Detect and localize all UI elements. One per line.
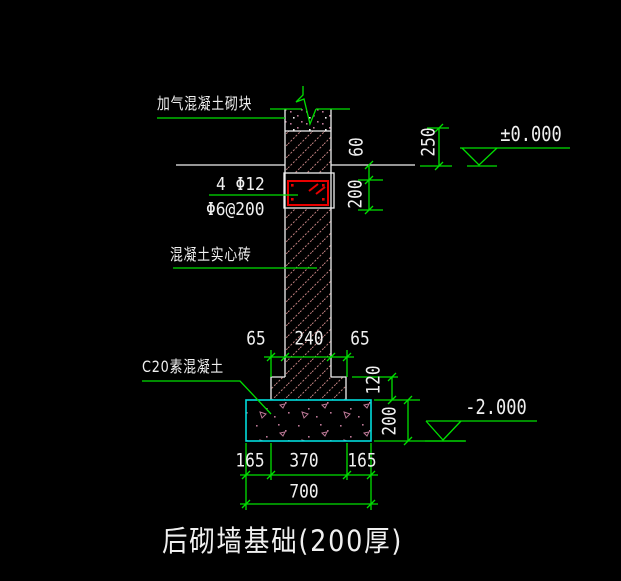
dim-text-700: 700: [289, 480, 319, 503]
dim-text-footing-200: 200: [378, 406, 401, 436]
footing: [245, 399, 372, 442]
ring-beam-stirrup: [287, 180, 329, 206]
beam-hatch-slash: [308, 183, 319, 192]
drawing-title: 后砌墙基础(200厚): [162, 524, 404, 558]
ring-beam: [283, 172, 335, 209]
footing-concrete-fill: [246, 400, 371, 441]
dimension-right-upper: [358, 160, 383, 215]
level-text-minus2: -2.000: [465, 395, 527, 419]
label-stirrups: Φ6@200: [206, 199, 265, 220]
dim-text-65-right: 65: [350, 327, 370, 350]
label-solid-brick: 混凝土实心砖: [170, 245, 252, 264]
level-symbol-minus2: [425, 420, 537, 442]
wall-section: [270, 86, 350, 400]
label-plain-concrete: C20素混凝土: [142, 357, 225, 376]
dim-text-120: 120: [362, 365, 385, 395]
leader-lines: [142, 117, 317, 415]
dim-text-250: 250: [417, 127, 440, 157]
dim-text-165-left: 165: [235, 449, 265, 472]
beam-hatch-slash: [315, 186, 326, 195]
dimension-250: [420, 123, 452, 171]
aerated-block-band: [285, 109, 331, 131]
dim-text-beam-200: 200: [344, 179, 367, 209]
rebar-dot: [322, 198, 325, 201]
label-main-rebar: 4 Φ12: [216, 174, 265, 195]
ring-beam-outline: [283, 172, 335, 209]
dim-text-370: 370: [289, 449, 319, 472]
dimension-footing-bottom: [240, 443, 378, 510]
dim-text-165-right: 165: [347, 449, 377, 472]
dimension-wall-top: [264, 350, 354, 377]
rebar-dot: [322, 184, 325, 187]
dimension-footing-200: [374, 395, 466, 446]
break-mark-icon: [295, 86, 317, 127]
label-aerated-block: 加气混凝土砌块: [157, 94, 253, 113]
rebar-dot: [291, 184, 294, 187]
dim-text-240: 240: [294, 327, 324, 350]
brick-wall-upper: [285, 131, 331, 173]
footing-outline: [245, 399, 372, 442]
brick-wall-lower: [285, 208, 331, 377]
dim-text-60: 60: [345, 137, 368, 157]
dim-text-65-left: 65: [246, 327, 266, 350]
leader-plain-concrete: [142, 380, 272, 415]
level-text-zero: ±0.000: [500, 122, 562, 146]
wall-step: [271, 377, 346, 400]
rebar-dot: [291, 198, 294, 201]
step-right-outline: [331, 376, 347, 400]
level-symbol-zero: [460, 147, 570, 167]
